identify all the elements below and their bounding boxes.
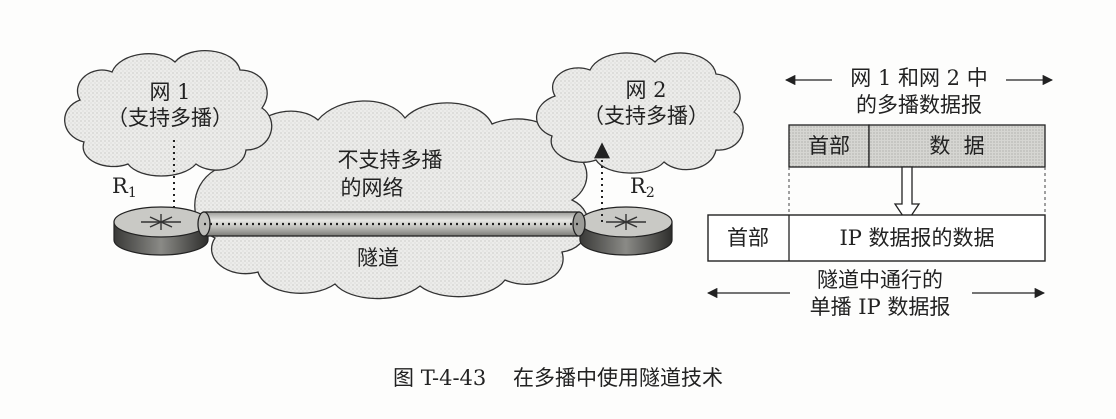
tunnel-label: 隧道: [357, 246, 399, 270]
top-packet-data-label: 数 据: [929, 134, 985, 158]
router-r1: [113, 206, 209, 256]
router2-label: R2: [630, 174, 655, 201]
router1-label: R1: [112, 174, 137, 201]
top-packet-caption-line2: 的多播数据报: [856, 93, 982, 117]
top-header-box: [788, 124, 870, 168]
top-packet-caption-line1: 网 1 和网 2 中: [850, 66, 988, 90]
top-data-box: [868, 124, 1046, 168]
router1-letter: R: [112, 174, 128, 198]
tunnel-pipe: [197, 211, 586, 237]
router2-letter: R: [630, 174, 646, 198]
network2-subtitle: （支持多播）: [583, 104, 709, 128]
network2-title: 网 2: [625, 78, 667, 102]
middle-network-line2: 的网络: [340, 176, 404, 200]
bottom-packet-caption-line2: 单播 IP 数据报: [809, 295, 951, 319]
bottom-packet-data-label: IP 数据报的数据: [839, 226, 995, 250]
encapsulation-arrow: [893, 166, 921, 224]
bottom-packet-header-label: 首部: [727, 226, 769, 250]
router2-index: 2: [645, 185, 655, 201]
network2-cloud: [535, 52, 744, 174]
top-packet-header-label: 首部: [808, 134, 850, 158]
network1-subtitle: （支持多播）: [107, 106, 233, 130]
middle-network-line1: 不支持多播: [337, 148, 443, 172]
router1-index: 1: [127, 185, 137, 201]
router-r2: [579, 206, 673, 256]
bottom-packet-caption-line1: 隧道中通行的: [817, 268, 943, 292]
figure-caption: 图 T-4-43 在多播中使用隧道技术: [393, 366, 723, 390]
network1-title: 网 1: [149, 80, 191, 104]
network1-cloud: [64, 50, 273, 177]
bottom-packet-box: [707, 214, 1046, 262]
